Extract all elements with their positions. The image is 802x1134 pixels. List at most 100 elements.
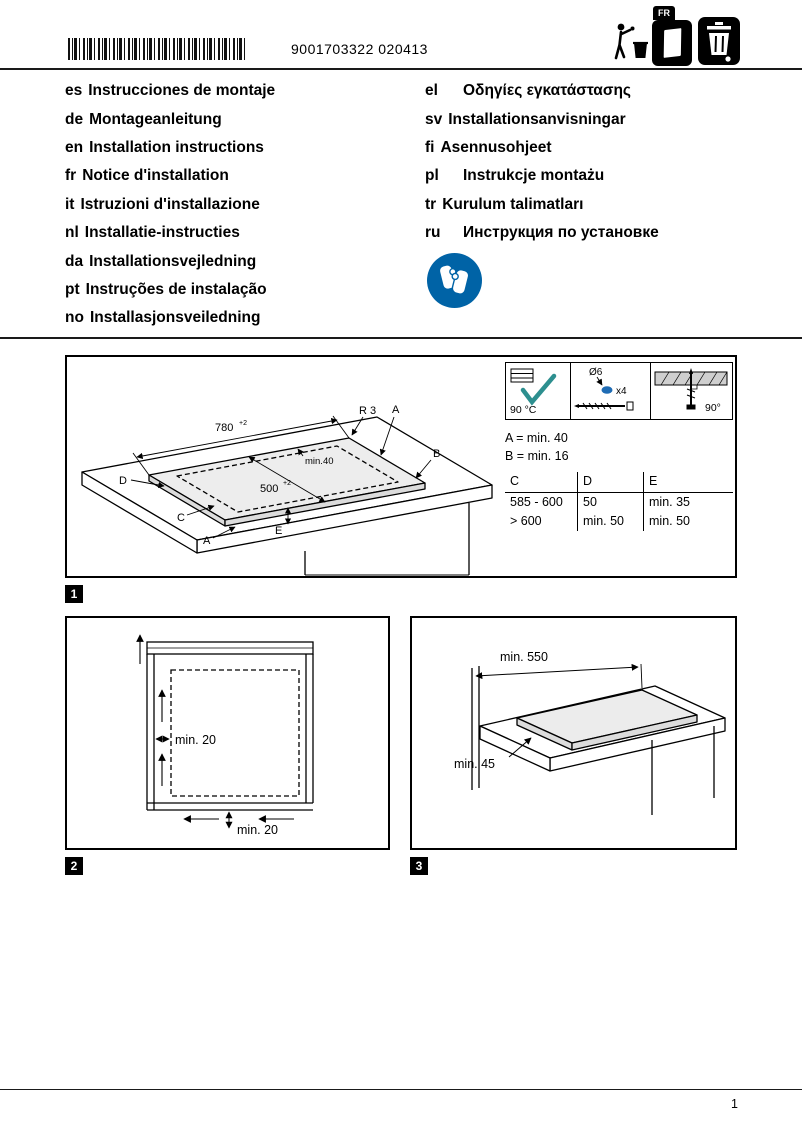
language-label: Инструкция по установке [463, 224, 659, 242]
language-code: en [65, 138, 84, 156]
note-b: B = min. 16 [505, 449, 569, 463]
dim-min40: min.40 [305, 456, 334, 467]
dim-min20-side: min. 20 [175, 733, 216, 747]
dim-depth: 500 [260, 483, 278, 495]
fr-recycling-icon: FR [652, 6, 692, 66]
table-header-c: C [505, 472, 577, 493]
screw-count-label: x4 [616, 386, 627, 397]
temp-rating-label: 90 °C [510, 404, 537, 416]
language-item-no: no Installasjonsveiledning [65, 304, 275, 332]
language-code: sv [425, 110, 443, 128]
language-label: Asennusohjeet [440, 138, 552, 156]
language-label: Installationsanvisningar [448, 110, 626, 128]
tidyman-icon [608, 20, 650, 69]
language-label: Instrukcje montażu [463, 167, 605, 185]
figure-3-drawing: min. 550 min. 45 [454, 650, 726, 815]
language-code: da [65, 252, 84, 270]
dim-corner-radius: R 3 [359, 405, 376, 417]
inset-screw-angle: 90° [650, 363, 732, 419]
language-label: Kurulum talimatları [442, 195, 584, 213]
language-code: ru [425, 224, 441, 242]
language-item-fi: fi Asennusohjeet [425, 134, 659, 162]
dim-min45: min. 45 [454, 757, 495, 771]
table-cell: min. 50 [577, 512, 643, 531]
figure-1-badge: 1 [65, 585, 83, 603]
dimension-lines [130, 415, 432, 539]
language-code: pl [425, 167, 439, 185]
language-item-pl: pl Instrukcje montażu [425, 162, 659, 190]
language-code: de [65, 110, 84, 128]
language-item-it: it Istruzioni d'installazione [65, 191, 275, 219]
table-header-e: E [643, 472, 733, 493]
label-e: E [275, 525, 282, 537]
language-code: tr [425, 195, 437, 213]
language-label: Installationsvejledning [89, 252, 257, 270]
figure-2-ventilation-clearance: min. 20 min. 20 [65, 616, 390, 850]
inset-heat-resistance: 90 °C [506, 363, 570, 419]
language-label: Istruzioni d'installazione [80, 195, 260, 213]
language-item-da: da Installationsvejledning [65, 247, 275, 275]
fr-sorting-body [652, 20, 692, 66]
language-code: fi [425, 138, 435, 156]
table-cell: 585 - 600 [510, 495, 563, 509]
dim-width: 780 [215, 422, 233, 434]
dim-min20-bottom: min. 20 [237, 823, 278, 837]
checkmark-icon [520, 373, 557, 406]
divider-top [0, 68, 802, 70]
airflow-arrows [136, 634, 294, 823]
label-a-top: A [392, 404, 400, 416]
paper-sheet-icon [663, 28, 681, 58]
spec-table: C D E 585 - 600 50 min. 35 > 600 min. 50… [505, 472, 733, 531]
fr-label: FR [653, 6, 675, 20]
label-d: D [119, 475, 127, 487]
inset-screws: Ø6 x4 [570, 363, 650, 419]
dim-width-tolerance: +2 [239, 420, 247, 427]
note-a: A = min. 40 [505, 431, 568, 445]
install-condition-icons: 90 °C Ø6 x4 [505, 362, 733, 420]
language-code: it [65, 195, 75, 213]
language-item-sv: sv Installationsanvisningar [425, 105, 659, 133]
figure-2-badge: 2 [65, 857, 83, 875]
language-item-es: es Instrucciones de montaje [65, 77, 275, 105]
language-label: Installasjonsveiledning [89, 309, 261, 327]
divider-bottom [0, 1089, 802, 1090]
figure-1-drawing: 780 +2 R 3 A min.40 500 +2 D C A E B [81, 404, 493, 576]
dimension-lines [155, 735, 233, 829]
language-code: nl [65, 224, 79, 242]
figure-2-drawing: min. 20 min. 20 [136, 634, 314, 837]
cooktop-glass-outline [516, 689, 698, 751]
language-code: pt [65, 280, 80, 298]
cabinet-section-outline [146, 641, 314, 811]
barcode-number: 9001703322 020413 [291, 41, 428, 57]
table-cell: min. 35 [643, 493, 733, 512]
dowel-icon [601, 386, 613, 394]
barcode [68, 38, 246, 60]
language-code: es [65, 82, 83, 100]
table-cell: 50 [577, 493, 643, 512]
language-label: Notice d'installation [82, 167, 229, 185]
language-item-nl: nl Installatie-instructies [65, 219, 275, 247]
angle-label: 90° [705, 402, 721, 414]
label-a-bottom: A [203, 535, 211, 547]
language-code: el [425, 82, 438, 100]
figure-3-badge: 3 [410, 857, 428, 875]
waste-bin-icon [698, 17, 740, 70]
language-code: no [65, 309, 84, 327]
label-b: B [433, 448, 440, 460]
language-item-tr: tr Kurulum talimatları [425, 191, 659, 219]
figure-3-wall-clearance: min. 550 min. 45 [410, 616, 737, 850]
page-number: 1 [731, 1097, 738, 1111]
divider-middle [0, 337, 802, 339]
label-c: C [177, 512, 185, 524]
language-label: Installatie-instructies [84, 224, 240, 242]
language-label: Instrucciones de montaje [88, 82, 276, 100]
dim-depth-tolerance: +2 [283, 480, 291, 487]
protective-gloves-icon [426, 252, 483, 314]
